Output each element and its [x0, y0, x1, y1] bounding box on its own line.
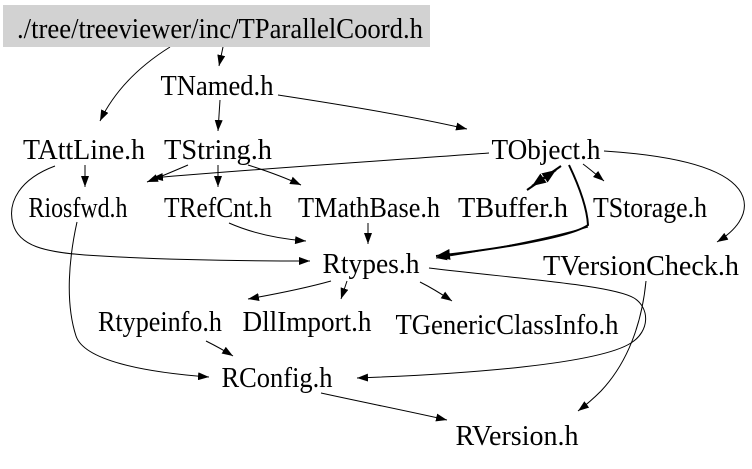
edge-rtypes-to-rtypeinfo — [247, 280, 332, 302]
edge-rtypes-to-rconfig — [356, 267, 647, 382]
edge-tattline-to-rtypes — [11, 165, 311, 265]
node-rtypeinfo[interactable]: Rtypeinfo.h — [98, 306, 222, 338]
node-tstorage[interactable]: TStorage.h — [593, 192, 707, 224]
node-tattline[interactable]: TAttLine.h — [23, 134, 145, 166]
edge-rtypes-to-dllimport — [340, 280, 349, 300]
edge-rtypeinfo-to-rconfig — [205, 340, 234, 357]
edge-root-to-tattline — [99, 46, 171, 122]
edge-tversioncheck-to-rversion — [577, 280, 647, 412]
node-tnamed[interactable]: TNamed.h — [161, 70, 274, 102]
node-tgenericclassinfo[interactable]: TGenericClassInfo.h — [396, 309, 619, 341]
edge-tstring-to-riosfwd — [146, 164, 189, 183]
edge-tobject-to-riosfwd — [151, 152, 490, 182]
edge-tobject-to-tstorage — [582, 163, 605, 182]
root-node-label: ./tree/treeviewer/inc/TParallelCoord.h — [17, 13, 423, 45]
node-rtypes[interactable]: Rtypes.h — [323, 248, 420, 280]
edge-tnamed-to-tstring — [214, 99, 223, 132]
node-riosfwd[interactable]: Riosfwd.h — [29, 192, 128, 224]
node-tobject[interactable]: TObject.h — [492, 134, 601, 166]
edge-tstorage-to-rtypes — [435, 226, 589, 261]
node-tbuffer[interactable]: TBuffer.h — [458, 192, 568, 224]
node-tmathbase[interactable]: TMathBase.h — [298, 192, 440, 224]
edge-root-to-tnamed — [217, 46, 226, 67]
node-trefcnt[interactable]: TRefCnt.h — [164, 192, 272, 224]
node-tversioncheck[interactable]: TVersionCheck.h — [543, 250, 739, 282]
edge-riosfwd-to-rconfig — [68, 221, 210, 381]
edge-tnamed-to-tobject — [277, 94, 468, 131]
edge-rconfig-to-rversion — [320, 392, 448, 422]
edge-tbuffer-to-tobject — [526, 169, 557, 191]
node-tstring[interactable]: TString.h — [164, 134, 272, 166]
edge-tstring-to-tmathbase — [247, 164, 302, 186]
edge-trefcnt-to-rtypes — [228, 222, 307, 245]
node-rconfig[interactable]: RConfig.h — [222, 362, 333, 394]
edge-rtypes-to-tgenericclassinfo — [419, 281, 453, 302]
edge-tobject-to-tversioncheck — [603, 150, 745, 243]
node-rversion[interactable]: RVersion.h — [456, 420, 579, 452]
root-node-box — [3, 5, 430, 47]
node-dllimport[interactable]: DllImport.h — [243, 306, 372, 338]
